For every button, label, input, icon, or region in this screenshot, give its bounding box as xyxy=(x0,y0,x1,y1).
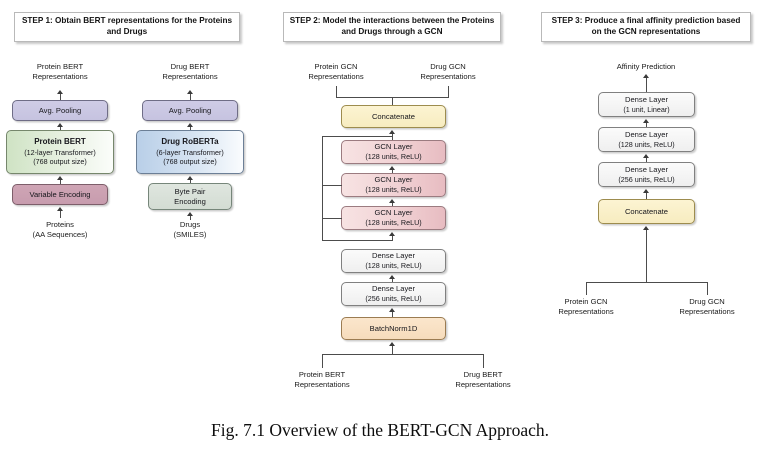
step1-drug-output-label: Drug BERT Representations xyxy=(162,62,218,82)
arrow-up-step3-dense2 xyxy=(643,154,649,158)
arrow-up-protein-bert xyxy=(57,176,63,180)
step2-concatenate: Concatenate xyxy=(341,105,446,128)
arrow-up-drug-pool xyxy=(187,123,193,127)
step3-dense-layer-128: Dense Layer (128 units, ReLU) xyxy=(598,127,695,152)
step3-dense-layer-output: Dense Layer (1 unit, Linear) xyxy=(598,92,695,117)
connector-step3-concat-in xyxy=(646,230,647,238)
step1-drug-roberta: Drug RoBERTa (6-layer Transformer) (768 … xyxy=(136,130,244,174)
connector-skip-from-dense xyxy=(322,240,392,241)
connector-step2-merge-bar xyxy=(322,354,483,355)
step1-header: STEP 1: Obtain BERT representations for … xyxy=(14,12,240,42)
step2-drug-bert-input-label: Drug BERT Representations xyxy=(455,370,511,390)
step2-protein-bert-input-label: Protein BERT Representations xyxy=(294,370,350,390)
step1-protein-avg-pooling: Avg. Pooling xyxy=(12,100,108,121)
connector-step2-split-stem xyxy=(392,97,393,105)
arrow-up-step3-dense3 xyxy=(643,189,649,193)
step2-dense-layer-256: Dense Layer (256 units, ReLU) xyxy=(341,282,446,306)
connector-skip-bus xyxy=(322,136,323,241)
connector-drug-in xyxy=(190,216,191,220)
arrow-up-protein-out xyxy=(57,90,63,94)
connector-gcn2 xyxy=(392,203,393,207)
step3-drug-gcn-input-label: Drug GCN Representations xyxy=(679,297,735,317)
arrow-up-affinity xyxy=(643,74,649,78)
connector-step3-dense3 xyxy=(646,193,647,200)
arrow-up-drug-tokenizer xyxy=(187,212,193,216)
arrow-up-step3-dense1 xyxy=(643,119,649,123)
connector-step2-merge-left xyxy=(322,354,323,368)
step2-header: STEP 2: Model the interactions between t… xyxy=(283,12,501,42)
connector-protein-out xyxy=(60,94,61,100)
connector-skip-gcn3 xyxy=(322,218,342,219)
step1-protein-bert: Protein BERT (12-layer Transformer) (768… xyxy=(6,130,114,174)
connector-step3-dense1 xyxy=(646,123,647,128)
arrow-up-dense256 xyxy=(389,308,395,312)
arrow-up-gcn2 xyxy=(389,199,395,203)
connector-step3-merge-right xyxy=(707,282,708,295)
connector-step2-merge-right xyxy=(483,354,484,368)
connector-step2-split-right xyxy=(448,86,449,98)
connector-step3-merge-bar xyxy=(586,282,707,283)
connector-drug-pool xyxy=(190,127,191,131)
step3-dense-layer-256: Dense Layer (256 units, ReLU) xyxy=(598,162,695,187)
figure-caption: Fig. 7.1 Overview of the BERT-GCN Approa… xyxy=(210,420,550,440)
connector-drug-out xyxy=(190,94,191,100)
step2-batchnorm1d: BatchNorm1D xyxy=(341,317,446,340)
arrow-up-step2-concat xyxy=(389,130,395,134)
step2-drug-gcn-output-label: Drug GCN Representations xyxy=(420,62,476,82)
arrow-up-dense128 xyxy=(389,275,395,279)
step1-drug-input-label: Drugs (SMILES) xyxy=(173,220,207,240)
connector-dense256 xyxy=(392,312,393,318)
arrow-up-drug-out xyxy=(187,90,193,94)
step1-byte-pair-encoding: Byte Pair Encoding xyxy=(148,183,232,210)
step2-gcn-layer-1: GCN Layer (128 units, ReLU) xyxy=(341,140,446,164)
connector-step2-concat-in xyxy=(392,134,393,141)
step1-protein-output-label: Protein BERT Representations xyxy=(32,62,88,82)
step2-gcn-layer-3: GCN Layer (128 units, ReLU) xyxy=(341,206,446,230)
step3-header: STEP 3: Produce a final affinity predict… xyxy=(541,12,751,42)
step2-gcn-layer-2: GCN Layer (128 units, ReLU) xyxy=(341,173,446,197)
arrow-up-batchnorm xyxy=(389,342,395,346)
connector-batchnorm-in xyxy=(392,346,393,354)
connector-gcn1 xyxy=(392,170,393,174)
connector-skip-to-concat xyxy=(322,136,392,137)
connector-step3-dense2 xyxy=(646,158,647,163)
step3-output-label: Affinity Prediction xyxy=(616,62,676,71)
connector-protein-pool xyxy=(60,127,61,131)
connector-gcn3 xyxy=(392,236,393,241)
connector-step3-merge-stem xyxy=(646,238,647,282)
connector-protein-in xyxy=(60,211,61,218)
step1-variable-encoding: Variable Encoding xyxy=(12,184,108,205)
connector-skip-gcn2 xyxy=(322,185,342,186)
arrow-up-gcn1 xyxy=(389,166,395,170)
step1-drug-avg-pooling: Avg. Pooling xyxy=(142,100,238,121)
step3-concatenate: Concatenate xyxy=(598,199,695,224)
connector-drug-roberta xyxy=(190,180,191,184)
step1-protein-input-label: Proteins (AA Sequences) xyxy=(32,220,88,240)
connector-dense128 xyxy=(392,279,393,283)
arrow-up-protein-pool xyxy=(57,123,63,127)
step2-protein-gcn-output-label: Protein GCN Representations xyxy=(308,62,364,82)
step3-protein-gcn-input-label: Protein GCN Representations xyxy=(558,297,614,317)
step2-dense-layer-128: Dense Layer (128 units, ReLU) xyxy=(341,249,446,273)
connector-affinity xyxy=(646,78,647,92)
connector-step3-merge-left xyxy=(586,282,587,295)
arrow-up-gcn3 xyxy=(389,232,395,236)
arrow-up-drug-roberta xyxy=(187,176,193,180)
arrow-up-protein-tokenizer xyxy=(57,207,63,211)
arrow-up-step3-concat xyxy=(643,226,649,230)
connector-protein-bert xyxy=(60,180,61,185)
connector-step2-split-left xyxy=(336,86,337,98)
